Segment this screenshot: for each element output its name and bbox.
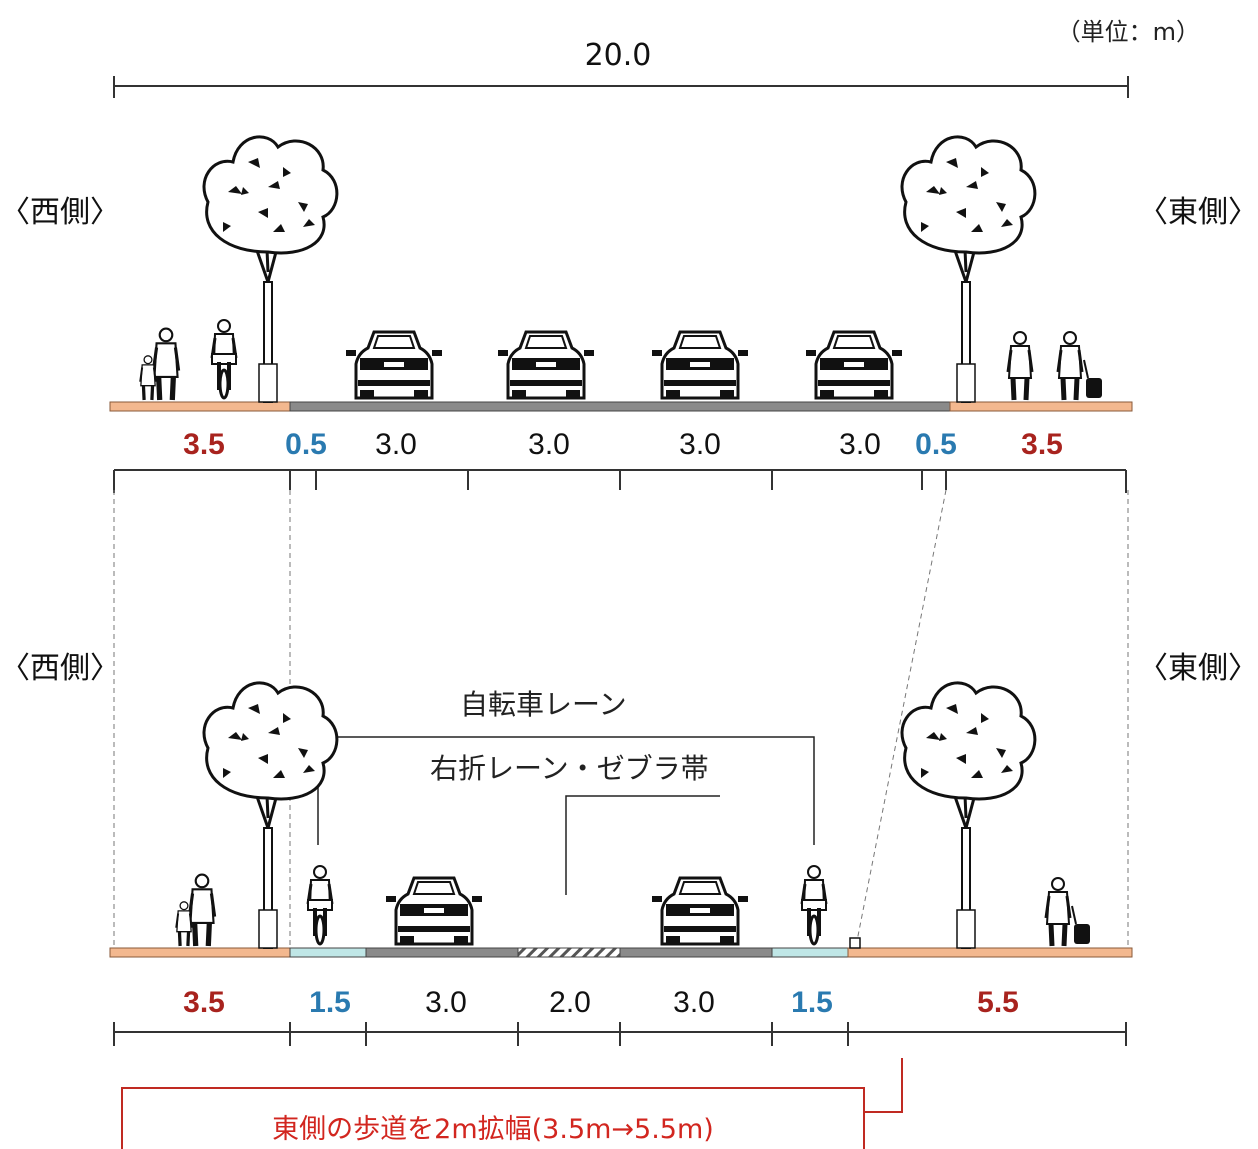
east-bike-lane-bottom: [771, 947, 849, 958]
turn-lane-leader: [565, 795, 720, 895]
curb-marker-bottom: [849, 937, 861, 949]
dimension-label: 3.0: [673, 986, 715, 1019]
east-sidewalk-bottom: [847, 947, 1133, 958]
dimension-label: 0.5: [285, 428, 327, 461]
dimension-label: 1.5: [791, 986, 833, 1019]
road-surface-bottom: [109, 937, 1133, 958]
dimension-label: 3.5: [183, 428, 225, 461]
pedestrians-bottom: [176, 864, 1090, 946]
roadway-top: [289, 401, 951, 412]
west-side-label-bottom: 〈西側〉: [0, 651, 120, 686]
dimension-label: 2.0: [549, 986, 591, 1019]
cars-bottom: [384, 876, 750, 946]
car-east-bottom: [650, 876, 750, 946]
car-lane4-top: [804, 330, 904, 400]
bike-lane-leader: [317, 736, 815, 845]
dimension-label: 3.5: [183, 986, 225, 1019]
roadway-west-bottom: [365, 947, 519, 958]
west-side-label-top: 〈西側〉: [0, 195, 120, 230]
car-lane3-top: [650, 330, 750, 400]
car-lane1-top: [344, 330, 444, 400]
east-side-label-bottom: 〈東側〉: [1138, 651, 1258, 686]
cyclist-east-bottom: [800, 864, 828, 946]
dimension-label: 3.0: [679, 428, 721, 461]
west-sidewalk-bottom: [109, 947, 291, 958]
traveler-east-bottom: [1046, 878, 1090, 946]
dimension-line-bottom: [113, 1022, 1127, 1046]
west-sidewalk-top: [109, 401, 291, 412]
dimension-label: 3.0: [425, 986, 467, 1019]
zebra-median-bottom: [517, 947, 621, 958]
unit-label: （単位：m）: [1057, 18, 1200, 46]
note-text: 東側の歩道を2m拡幅(3.5m→5.5m): [272, 1114, 714, 1145]
roadway-east-bottom: [619, 947, 773, 958]
total-width-dimension-line: [113, 76, 1129, 98]
east-sidewalk-top: [949, 401, 1133, 412]
dimension-label: 3.0: [528, 428, 570, 461]
cars-top: [344, 330, 904, 400]
car-west-bottom: [384, 876, 484, 946]
dimension-label: 0.5: [915, 428, 957, 461]
bike-lane-label: 自転車レーン: [460, 688, 627, 721]
dimension-label: 3.5: [1021, 428, 1063, 461]
note-callout: 東側の歩道を2m拡幅(3.5m→5.5m): [121, 1058, 903, 1149]
traveler-east-top: [1058, 332, 1102, 400]
cyclist-west-bottom: [306, 864, 334, 946]
dimension-labels-bottom: 3.5 1.5 3.0 2.0 3.0 1.5 5.5: [183, 986, 1019, 1019]
trees-top: [202, 135, 1037, 404]
road-surface-top: [109, 401, 1133, 412]
tree-east-bottom: [900, 681, 1037, 950]
dimension-label: 1.5: [309, 986, 351, 1019]
dimension-label: 3.0: [375, 428, 417, 461]
car-lane2-top: [496, 330, 596, 400]
total-width-label: 20.0: [585, 38, 652, 73]
family-pedestrian-west-bottom: [176, 875, 214, 946]
dimension-label: 3.0: [839, 428, 881, 461]
dimension-label: 5.5: [977, 986, 1019, 1019]
cyclist-west-top: [210, 318, 238, 400]
turn-lane-label: 右折レーン・ゼブラ帯: [430, 752, 709, 785]
pedestrian-east-top: [1008, 332, 1032, 400]
dimension-labels-top: 3.5 0.5 3.0 3.0 3.0 3.0 0.5 3.5: [183, 428, 1063, 461]
east-side-label-top: 〈東側〉: [1138, 195, 1258, 230]
dimension-line-top: [113, 469, 1127, 494]
west-bike-lane-bottom: [289, 947, 367, 958]
family-pedestrian-west-top: [140, 329, 178, 400]
